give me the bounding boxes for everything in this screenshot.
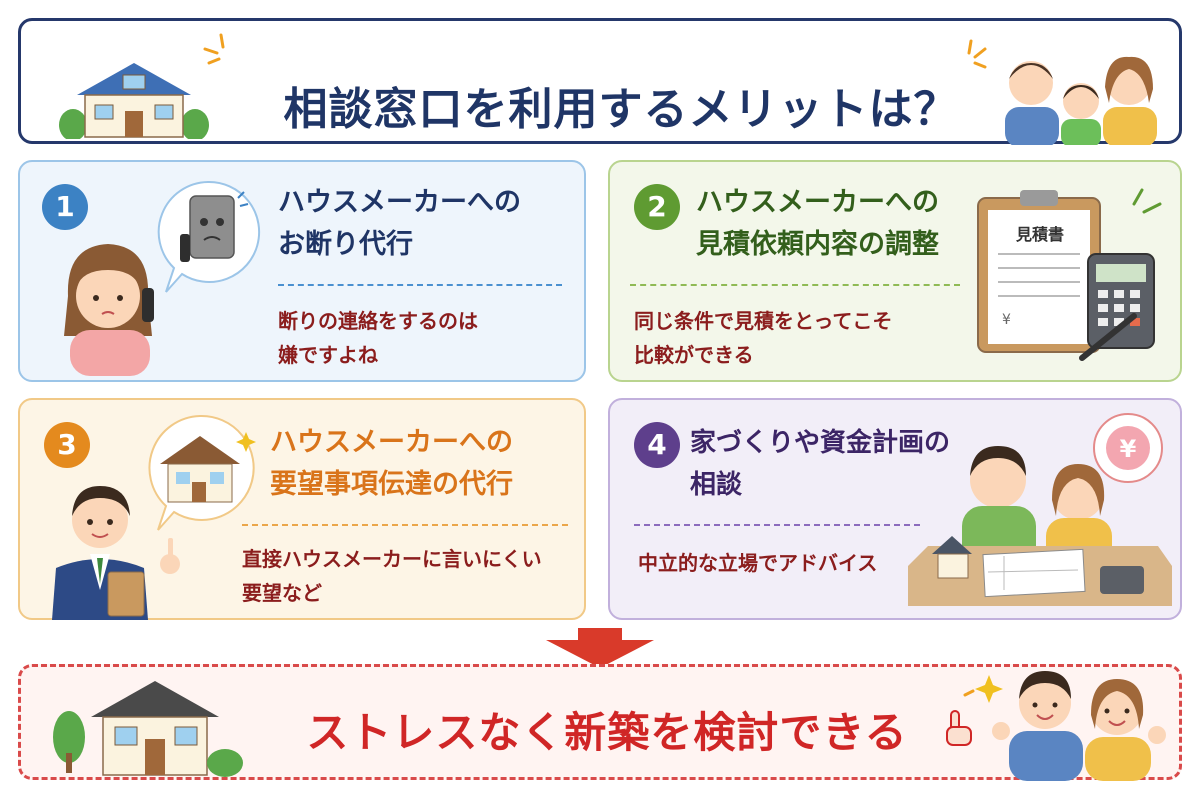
- emphasis-lines-icon: [203, 33, 225, 65]
- card-title-line: 家づくりや資金計画の: [690, 428, 951, 458]
- card-description: 同じ条件で見積をとってこそ 比較ができる: [634, 304, 892, 372]
- card-description-line: 断りの連絡をするのは: [278, 309, 478, 333]
- benefit-card-1: 1 ハウスメーカーへの お断り代行 断りの連絡をするのは 嫌ですよね: [18, 160, 586, 382]
- speech-bubble-phone-illustration: [157, 180, 261, 293]
- down-arrow-icon: [546, 628, 654, 668]
- dashed-divider: [634, 524, 920, 526]
- step-number-badge: 4: [634, 422, 680, 468]
- card-description: 断りの連絡をするのは 嫌ですよね: [278, 304, 478, 372]
- couple-planning-illustration: ¥: [908, 413, 1172, 606]
- house-illustration: [59, 63, 209, 139]
- doc-label: 見積書: [1015, 225, 1064, 244]
- page-title: 相談窓口を利用するメリットは？: [283, 84, 959, 135]
- sparkle-icon: [963, 675, 1003, 703]
- card-description: 中立的な立場でアドバイス: [638, 546, 877, 580]
- dashed-divider: [242, 524, 568, 526]
- card-description: 直接ハウスメーカーに言いにくい 要望など: [242, 542, 542, 610]
- card-title: ハウスメーカーへの 要望事項伝達の代行: [270, 422, 513, 506]
- speech-bubble-house-illustration: [148, 414, 256, 531]
- dashed-divider: [278, 284, 562, 286]
- card-description-line: 中立的な立場でアドバイス: [638, 551, 878, 575]
- card-description-line: 要望など: [242, 581, 322, 605]
- salesman-illustration: [52, 486, 180, 620]
- happy-couple-illustration: [992, 671, 1166, 781]
- header-banner: 相談窓口を利用するメリットは？: [18, 18, 1182, 145]
- card-description-line: 嫌ですよね: [278, 343, 378, 367]
- family-illustration: [1005, 56, 1157, 145]
- pointing-hand-icon: [946, 710, 972, 746]
- step-number-badge: 3: [44, 422, 90, 468]
- card-title: 家づくりや資金計画の 相談: [690, 422, 950, 506]
- card-title: ハウスメーカーへの 見積依頼内容の調整: [696, 182, 939, 266]
- benefit-card-2: 2 ハウスメーカーへの 見積依頼内容の調整 見積書 ¥ 同じ条件で見積をとってこ…: [608, 160, 1182, 382]
- card-title: ハウスメーカーへの お断り代行: [278, 182, 521, 266]
- card-description-line: 同じ条件で見積をとってこそ: [634, 309, 893, 333]
- conclusion-text: ストレスなく新築を検討できる: [306, 708, 908, 757]
- card-title-line: お断り代行: [278, 229, 413, 260]
- step-number-badge: 1: [42, 184, 88, 230]
- card-description-line: 直接ハウスメーカーに言いにくい: [242, 547, 542, 571]
- card-description-line: 比較ができる: [634, 343, 754, 367]
- dashed-divider: [630, 284, 960, 286]
- benefit-card-3: 3 ハウスメーカーへの 要望事項伝達の代行 直接ハウスメーカーに言いにくい 要望…: [18, 398, 586, 620]
- conclusion-banner: ストレスなく新築を検討できる: [18, 664, 1182, 781]
- yen-mark: ¥: [1002, 312, 1011, 328]
- card-title-line: ハウスメーカーへの: [696, 187, 939, 218]
- step-number-badge: 2: [634, 184, 680, 230]
- yen-mark: ¥: [1120, 435, 1137, 463]
- card-title-line: 見積依頼内容の調整: [696, 229, 939, 260]
- card-title-line: ハウスメーカーへの: [278, 187, 521, 218]
- new-house-illustration: [53, 681, 243, 777]
- card-title-line: ハウスメーカーへの: [270, 427, 513, 458]
- card-title-line: 相談: [690, 470, 743, 500]
- emphasis-lines-icon: [967, 39, 987, 69]
- benefit-card-4: 4 家づくりや資金計画の 相談 ¥ 中立的な立場でアドバイス: [608, 398, 1182, 620]
- estimate-clipboard-calculator-illustration: 見積書 ¥: [977, 188, 1162, 361]
- woman-on-phone-illustration: [64, 244, 154, 376]
- card-title-line: 要望事項伝達の代行: [270, 469, 513, 500]
